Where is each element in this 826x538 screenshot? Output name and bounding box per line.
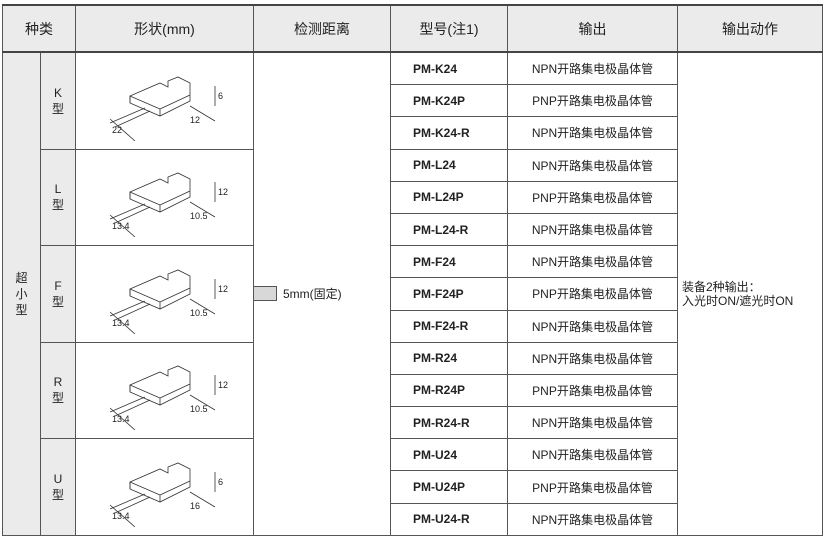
model-cell: PM-F24P xyxy=(390,277,508,311)
header-model: 型号(注1) xyxy=(390,4,508,53)
dimension-label: 10.5 xyxy=(190,211,208,221)
type-label: U型 xyxy=(51,472,64,503)
dimension-label: 16 xyxy=(190,501,200,511)
dimension-label: 13.4 xyxy=(112,318,130,328)
dimension-label: 12 xyxy=(218,284,228,294)
output-cell: NPN开路集电极晶体管 xyxy=(507,148,678,182)
header-action: 输出动作 xyxy=(677,4,823,53)
header-distance: 检测距离 xyxy=(253,4,391,53)
shape-cell: 13.4 10.5 12 xyxy=(75,341,254,440)
dimension-label: 12 xyxy=(218,380,228,390)
dimension-label: 12 xyxy=(190,115,200,125)
model-cell: PM-L24P xyxy=(390,180,508,214)
model-cell: PM-U24P xyxy=(390,470,508,504)
type-label: R型 xyxy=(51,375,64,406)
model-cell: PM-R24-R xyxy=(390,406,508,440)
model-cell: PM-L24 xyxy=(390,148,508,182)
dimension-label: 10.5 xyxy=(190,308,208,318)
model-cell: PM-K24 xyxy=(390,51,508,86)
dimension-label: 6 xyxy=(218,91,223,101)
type-cell: R型 xyxy=(40,341,76,440)
header-shape: 形状(mm) xyxy=(75,4,254,53)
sensor-spec-table: 种类 形状(mm) 检测距离 型号(注1) 输出 输出动作 超小型 K型 22 1… xyxy=(2,4,823,536)
dimension-label: 13.4 xyxy=(112,221,130,231)
action-cell: 装备2种输出：入光时ON/遮光时ON xyxy=(677,51,823,536)
output-cell: NPN开路集电极晶体管 xyxy=(507,51,678,86)
dimension-label: 22 xyxy=(112,125,122,135)
dimension-label: 13.4 xyxy=(112,414,130,424)
output-cell: NPN开路集电极晶体管 xyxy=(507,438,678,472)
model-cell: PM-L24-R xyxy=(390,212,508,247)
output-cell: NPN开路集电极晶体管 xyxy=(507,212,678,247)
distance-cell: 5mm(固定) xyxy=(253,51,391,536)
type-cell: L型 xyxy=(40,148,76,247)
sensor-shape-drawing: 13.4 10.5 12 xyxy=(109,366,228,431)
header-output: 输出 xyxy=(507,4,678,53)
header-row: 种类 形状(mm) 检测距离 型号(注1) 输出 输出动作 xyxy=(2,4,823,53)
type-cell: F型 xyxy=(40,245,76,343)
category-cell: 超小型 xyxy=(2,51,41,536)
shape-cell: 22 12 6 xyxy=(75,51,254,150)
model-cell: PM-U24-R xyxy=(390,502,508,536)
sensor-shape-drawing: 13.4 10.5 12 xyxy=(109,172,228,238)
type-label: F型 xyxy=(51,278,64,309)
type-cell: K型 xyxy=(40,51,76,150)
type-label: K型 xyxy=(51,85,64,116)
output-cell: PNP开路集电极晶体管 xyxy=(507,277,678,311)
output-cell: NPN开路集电极晶体管 xyxy=(507,116,678,150)
sensor-shape-drawing: 13.4 10.5 12 xyxy=(109,269,228,334)
shape-cell: 13.4 10.5 12 xyxy=(75,245,254,343)
output-cell: NPN开路集电极晶体管 xyxy=(507,406,678,440)
output-cell: PNP开路集电极晶体管 xyxy=(507,84,678,118)
distance-swatch xyxy=(253,286,277,302)
sensor-shape-drawing: 13.4 16 6 xyxy=(109,462,223,528)
model-cell: PM-K24P xyxy=(390,84,508,118)
dimension-label: 10.5 xyxy=(190,404,208,414)
output-cell: PNP开路集电极晶体管 xyxy=(507,470,678,504)
model-cell: PM-R24 xyxy=(390,341,508,375)
output-cell: NPN开路集电极晶体管 xyxy=(507,502,678,536)
output-cell: NPN开路集电极晶体管 xyxy=(507,309,678,343)
model-cell: PM-R24P xyxy=(390,373,508,408)
model-cell: PM-F24-R xyxy=(390,309,508,343)
dimension-label: 12 xyxy=(218,187,228,197)
action-line-1: 装备2种输出： xyxy=(682,279,761,294)
output-cell: PNP开路集电极晶体管 xyxy=(507,180,678,214)
output-cell: NPN开路集电极晶体管 xyxy=(507,245,678,279)
type-label: L型 xyxy=(51,182,64,213)
output-cell: PNP开路集电极晶体管 xyxy=(507,373,678,408)
shape-cell: 13.4 16 6 xyxy=(75,438,254,536)
dimension-label: 6 xyxy=(218,477,223,487)
category-label: 超小型 xyxy=(15,270,28,317)
output-cell: NPN开路集电极晶体管 xyxy=(507,341,678,375)
model-cell: PM-F24 xyxy=(390,245,508,279)
sensor-shape-drawing: 22 12 6 xyxy=(109,76,223,141)
dimension-label: 13.4 xyxy=(112,511,130,521)
shape-cell: 13.4 10.5 12 xyxy=(75,148,254,247)
distance-value: 5mm(固定) xyxy=(283,287,342,302)
type-cell: U型 xyxy=(40,438,76,536)
header-kind: 种类 xyxy=(2,4,76,53)
model-cell: PM-K24-R xyxy=(390,116,508,150)
action-line-2: 入光时ON/遮光时ON xyxy=(682,293,794,308)
model-cell: PM-U24 xyxy=(390,438,508,472)
